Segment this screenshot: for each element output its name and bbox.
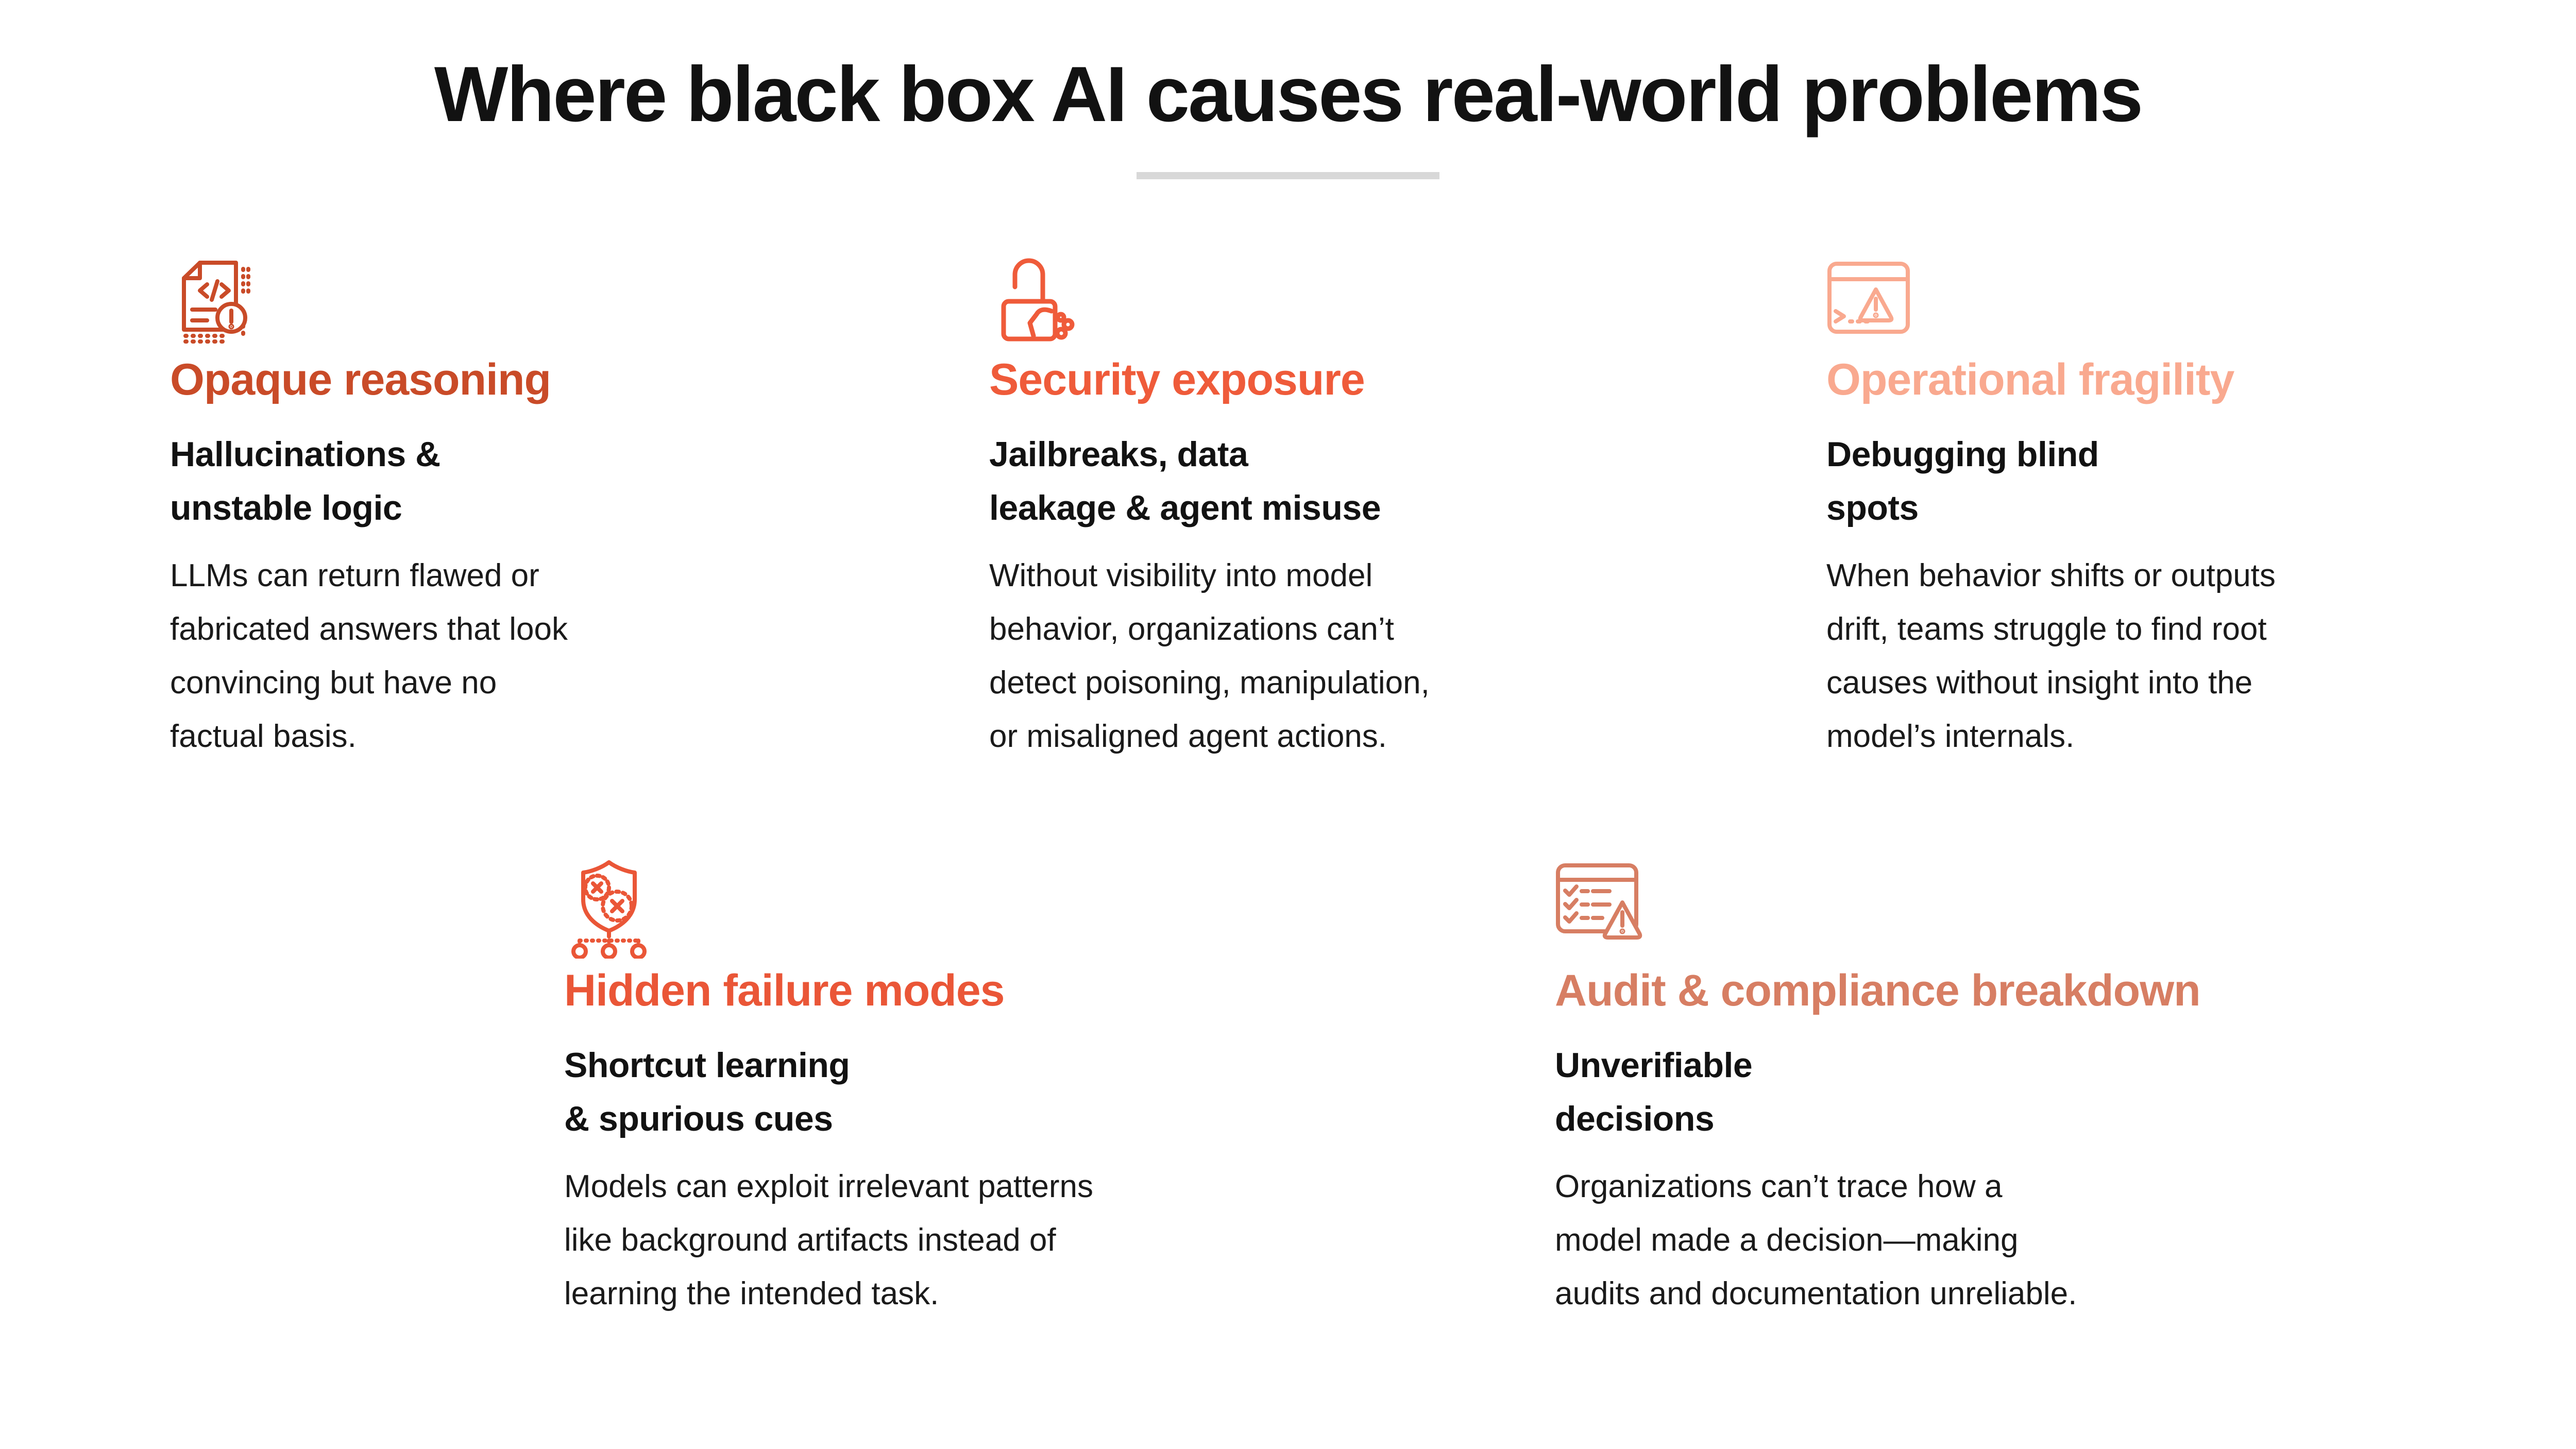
card-opaque-reasoning: Opaque reasoning Hallucinations & unstab… xyxy=(170,258,994,763)
checklist-warning-icon xyxy=(1555,858,2379,956)
card-subheading: Shortcut learning & spurious cues xyxy=(564,1046,850,1138)
card-subheading: Unverifiable decisions xyxy=(1555,1046,1753,1138)
page-title: Where black box AI causes real-world pro… xyxy=(434,50,2143,138)
card-operational-fragility: Operational fragility Debugging blind sp… xyxy=(1826,258,2576,763)
card-body: Without visibility into model behavior, … xyxy=(989,558,1430,754)
broken-lock-icon xyxy=(989,258,1814,343)
shield-failure-icon xyxy=(564,858,1388,959)
card-body: Models can exploit irrelevant patterns l… xyxy=(564,1169,1093,1311)
card-subheading: Debugging blind spots xyxy=(1826,435,2099,527)
card-subheading: Hallucinations & unstable logic xyxy=(170,435,440,527)
terminal-warning-icon xyxy=(1826,258,2576,343)
card-audit-compliance-breakdown: Audit & compliance breakdown Unverifiabl… xyxy=(1555,858,2379,1321)
card-security-exposure: Security exposure Jailbreaks, data leaka… xyxy=(989,258,1814,763)
card-hidden-failure-modes: Hidden failure modes Shortcut learning &… xyxy=(564,858,1388,1321)
document-code-warning-icon xyxy=(170,258,994,344)
card-subheading: Jailbreaks, data leakage & agent misuse xyxy=(989,435,1381,527)
card-heading: Hidden failure modes xyxy=(564,966,1005,1015)
card-body: When behavior shifts or outputs drift, t… xyxy=(1826,558,2276,754)
card-heading: Operational fragility xyxy=(1826,355,2234,404)
card-body: LLMs can return flawed or fabricated ans… xyxy=(170,558,568,754)
card-heading: Opaque reasoning xyxy=(170,355,551,404)
card-heading: Audit & compliance breakdown xyxy=(1555,966,2201,1015)
title-divider xyxy=(1137,172,1439,179)
card-heading: Security exposure xyxy=(989,355,1365,404)
card-body: Organizations can’t trace how a model ma… xyxy=(1555,1169,2077,1311)
